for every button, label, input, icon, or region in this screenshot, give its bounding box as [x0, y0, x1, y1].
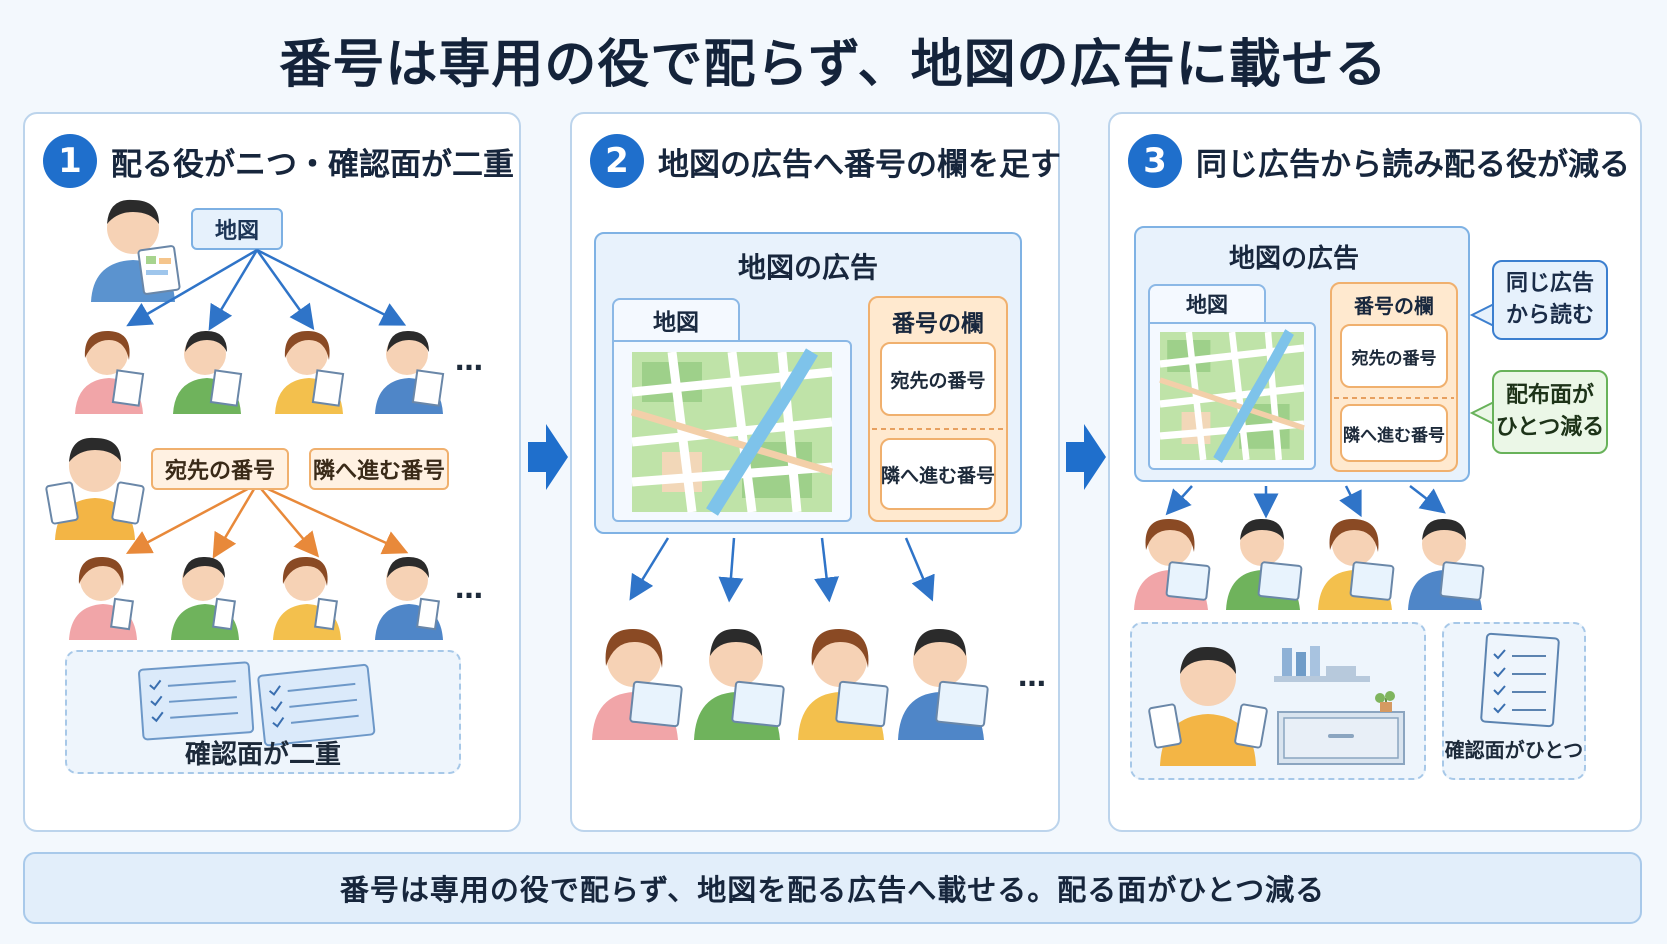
recipient-person-icon — [69, 556, 137, 640]
recipient-person-icon — [375, 556, 443, 640]
step-2-title: 地図の広告へ番号の欄を足す — [658, 146, 1061, 183]
recipient-person-icon — [75, 330, 145, 414]
number-column-label: 番号の欄 — [892, 311, 984, 337]
ad-distribution-arrows — [629, 537, 935, 603]
map-distributor-person-icon — [91, 199, 181, 302]
map-tab: 地図 — [612, 298, 740, 342]
map-ad-label: 地図の広告 — [1228, 244, 1359, 274]
ad-distribution-arrows — [1165, 485, 1446, 519]
summary-footer: 番号は専用の役で配らず、地図を配る広告へ載せる。配る面がひとつ減る — [23, 852, 1642, 924]
map-ad-label: 地図の広告 — [737, 251, 878, 284]
cabinet-shelf-icon — [1274, 646, 1405, 765]
recipient-person-icon — [273, 556, 341, 640]
recipient-person-icon — [375, 330, 445, 414]
next-step-arrow-icon — [528, 424, 568, 490]
step-2-header: 2 地図の広告へ番号の欄を足す — [590, 132, 1061, 190]
page-title: 番号は専用の役で配らず、地図の広告に載せる — [279, 35, 1388, 95]
step-3-title: 同じ広告から読み配る役が減る — [1196, 146, 1630, 183]
destination-number-card: 宛先の番号 — [880, 342, 996, 416]
destination-number-card: 宛先の番号 — [1340, 324, 1448, 388]
next-hop-number-card: 隣へ進む番号 — [1340, 404, 1448, 462]
step-1-number: 1 — [43, 134, 97, 188]
step-2-panel: 2 地図の広告へ番号の欄を足す 地図の広告 地図 番号の欄 宛先の番号 隣へ進む… — [570, 112, 1061, 832]
recipient-person-icon — [173, 330, 243, 414]
number-distributor-person-icon — [45, 437, 145, 540]
reader-person-icon — [1318, 518, 1395, 610]
step-1-panel: 1 配る役がニつ・確認面が二重 地図 — [23, 112, 521, 832]
step-1-header: 1 配る役がニつ・確認面が二重 — [43, 132, 514, 190]
map-tag: 地図 — [191, 208, 283, 250]
next-hop-number-tag: 隣へ進む番号 — [309, 448, 449, 490]
reader-person-icon — [1134, 518, 1211, 610]
number-column-label: 番号の欄 — [1354, 294, 1434, 318]
map-illustration-icon — [1159, 329, 1305, 463]
reader-person-icon — [1408, 518, 1485, 610]
step-2-number: 2 — [590, 134, 644, 188]
same-ad-callout: 同じ広告 から読む — [1492, 260, 1608, 340]
step-3-panel: 3 同じ広告から読み配る役が減る 地図の広告 地図 番号の欄 宛先の番号 隣へ進… — [1108, 112, 1642, 832]
more-recipients-ellipsis: … — [455, 344, 483, 377]
fewer-faces-callout: 配布面が ひとつ減る — [1492, 370, 1608, 454]
step-3-header: 3 同じ広告から読み配る役が減る — [1128, 132, 1630, 190]
checklist-icon — [1480, 632, 1560, 728]
step-3-number: 3 — [1128, 134, 1182, 188]
reader-person-icon — [1226, 518, 1303, 610]
idle-person-icon — [1148, 646, 1268, 766]
more-recipients-ellipsis: … — [455, 572, 483, 605]
column-divider — [872, 428, 1004, 430]
reader-person-icon — [898, 628, 989, 740]
map-tab: 地図 — [1148, 284, 1266, 324]
reader-person-icon — [592, 628, 683, 740]
double-confirmation-caption: 確認面が二重 — [184, 740, 341, 770]
checklist-icon — [138, 661, 376, 747]
map-illustration-icon — [630, 348, 834, 516]
step-1-title: 配る役がニつ・確認面が二重 — [111, 146, 514, 183]
reader-person-icon — [694, 628, 785, 740]
single-confirmation-caption: 確認面がひとつ — [1444, 738, 1584, 762]
recipient-person-icon — [171, 556, 239, 640]
column-divider — [1334, 397, 1454, 399]
destination-number-tag: 宛先の番号 — [151, 448, 289, 490]
next-step-arrow-icon — [1066, 424, 1106, 490]
more-readers-ellipsis: … — [1018, 660, 1046, 693]
recipient-person-icon — [275, 330, 345, 414]
next-hop-number-card: 隣へ進む番号 — [880, 438, 996, 510]
blue-distribution-arrows — [125, 248, 409, 559]
reader-person-icon — [798, 628, 889, 740]
